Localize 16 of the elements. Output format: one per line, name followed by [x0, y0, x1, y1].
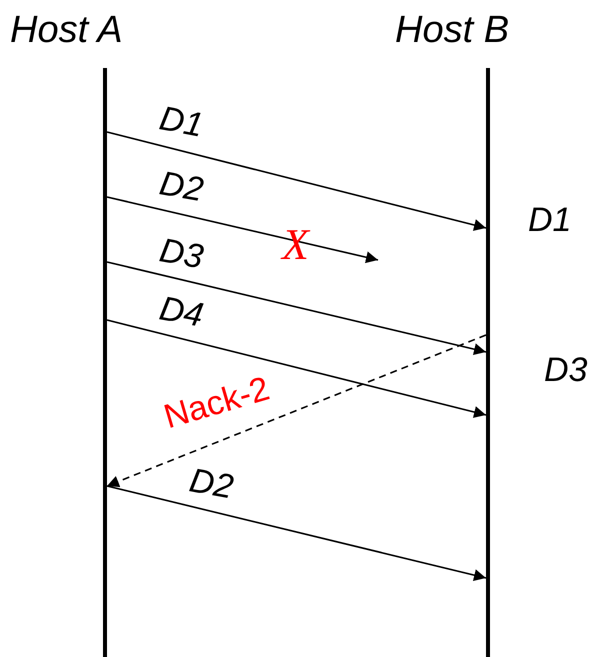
arrow — [106, 485, 486, 581]
edge-label: D3 — [156, 232, 206, 276]
dashed-arrow — [106, 334, 486, 488]
edge-label: D2 — [186, 462, 236, 506]
arrow — [106, 319, 486, 418]
received-note: D1 — [528, 202, 572, 238]
edge-label: D4 — [156, 290, 206, 334]
received-note: D3 — [544, 352, 588, 388]
edge-label: D2 — [156, 165, 206, 208]
host-heading: Host A — [10, 8, 123, 52]
host-heading: Host B — [395, 8, 510, 52]
edge-label: Nack-2 — [160, 370, 274, 436]
arrow — [106, 261, 486, 356]
arrow — [106, 131, 486, 231]
edge-label: D1 — [156, 100, 206, 144]
arrow — [106, 196, 378, 264]
